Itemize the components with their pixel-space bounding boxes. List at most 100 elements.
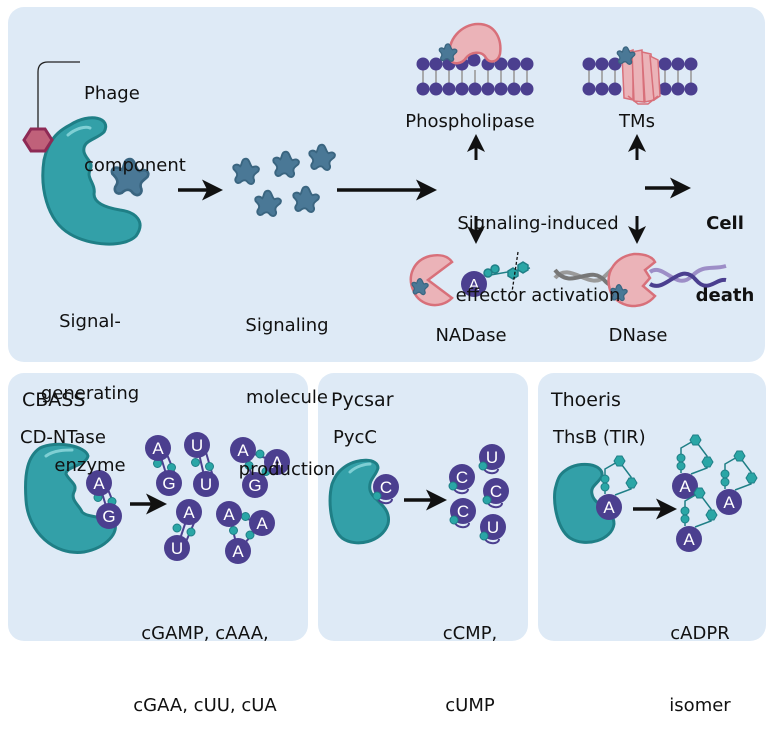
nucleotide-A-icon: A — [676, 526, 702, 552]
cell-death-line2: death — [695, 285, 755, 306]
cbass-products-label: cGAMP, cAAA, cGAA, cUU, cUA — [110, 574, 300, 742]
phosphate-dot — [229, 526, 238, 535]
phosphate-dot — [255, 449, 265, 459]
nucleotide-A-icon: A — [230, 437, 256, 463]
nucleotide-A-icon: A — [716, 489, 742, 515]
molecule-label-line2: molecule — [245, 387, 328, 408]
phosphate-dot — [241, 512, 250, 521]
signaling-molecules-cluster-icon — [232, 143, 336, 217]
nucleotide-A-icon: A — [249, 510, 275, 536]
nucleotide-A-icon: A — [216, 501, 242, 527]
svg-text:C: C — [490, 482, 502, 501]
svg-text:A: A — [271, 453, 283, 472]
svg-text:A: A — [152, 439, 164, 458]
svg-text:C: C — [380, 478, 392, 497]
phage-component-label: Phage component — [84, 34, 186, 202]
svg-text:U: U — [191, 436, 203, 455]
nucleotide-A-icon: A — [145, 435, 171, 461]
phosphate-dot — [172, 523, 182, 533]
phospholipase-effector-icon — [416, 22, 534, 96]
nucleotide-A-icon: A — [264, 449, 290, 475]
cell-death-label: Cell death — [690, 164, 760, 332]
cbass-products-line2: cGAA, cUU, cUA — [133, 695, 277, 716]
nucleotide-A-icon: A — [672, 473, 698, 499]
phosphate-dot — [482, 495, 492, 505]
svg-text:A: A — [683, 530, 695, 549]
tms-effector-icon — [582, 46, 698, 105]
phosphate-dot — [191, 458, 200, 467]
phage-component-hexagon-icon — [22, 127, 54, 153]
phosphate-dot — [449, 515, 459, 525]
phage-label-line2: component — [84, 155, 186, 176]
activation-label-line1: Signaling-induced — [457, 213, 619, 234]
adpr-chain — [680, 487, 718, 528]
svg-text:C: C — [456, 468, 468, 487]
svg-text:A: A — [223, 505, 235, 524]
phosphate-dot — [448, 481, 458, 491]
pycsar-products-line1: cCMP, — [442, 623, 498, 644]
nadase-effector-icon: A — [409, 251, 531, 307]
nucleotide-G-icon: G — [156, 470, 182, 496]
phospholipase-label: Phospholipase — [405, 111, 535, 132]
thoeris-products-line2: isomer — [669, 695, 731, 716]
phosphate-dot — [372, 491, 382, 501]
svg-text:G: G — [248, 476, 261, 495]
nucleotide-U-icon: U — [193, 471, 219, 497]
svg-text:U: U — [487, 518, 499, 537]
phage-label-line1: Phage — [84, 83, 140, 104]
nucleotide-A-icon: A — [596, 494, 622, 520]
adpr-chain — [720, 450, 758, 491]
svg-text:A: A — [183, 503, 195, 522]
pycsar-products-line2: cUMP — [445, 695, 495, 716]
nucleotide-G-icon: G — [96, 503, 122, 529]
svg-text:A: A — [256, 514, 268, 533]
phosphate-dot — [186, 527, 196, 537]
svg-text:U: U — [486, 448, 498, 467]
cell-death-line1: Cell — [706, 213, 744, 234]
tms-label: TMs — [619, 111, 655, 132]
phosphate-dot — [478, 461, 488, 471]
nucleotide-U-icon: U — [164, 535, 190, 561]
phosphate-dot — [245, 530, 255, 540]
phosphate-dot — [479, 531, 489, 541]
svg-text:A: A — [237, 441, 249, 460]
thoeris-title: Thoeris — [551, 389, 621, 411]
pycsar-products-label: cCMP, cUMP — [430, 574, 510, 742]
enzyme-label: Signal- generating enzyme — [30, 262, 150, 502]
thoeris-enzyme-label: ThsB (TIR) — [553, 427, 646, 448]
svg-text:G: G — [162, 474, 175, 493]
molecule-label-line3: production — [238, 459, 336, 480]
nucleotide-G-icon: G — [242, 472, 268, 498]
nadase-nucleotide: A — [469, 277, 480, 294]
adpr-chain — [676, 434, 714, 475]
pycsar-enzyme-label: PycC — [333, 427, 377, 448]
signal-generating-enzyme-icon — [41, 116, 142, 246]
svg-text:G: G — [102, 507, 115, 526]
svg-text:A: A — [723, 493, 735, 512]
dnase-label: DNase — [608, 325, 668, 346]
cbass-products-line1: cGAMP, cAAA, — [141, 623, 269, 644]
nucleotide-A-icon: A — [176, 499, 202, 525]
svg-text:A: A — [93, 474, 105, 493]
pycc-enzyme-icon — [328, 458, 390, 545]
svg-text:A: A — [232, 542, 244, 561]
nucleotide-U-icon: U — [184, 432, 210, 458]
nadase-label: NADase — [435, 325, 507, 346]
svg-text:A: A — [603, 498, 615, 517]
adpr-chain — [600, 455, 638, 496]
pycsar-title: Pycsar — [331, 389, 394, 411]
svg-text:A: A — [679, 477, 691, 496]
nucleotide-A-icon: A — [225, 538, 251, 564]
phosphate-dot — [205, 462, 214, 471]
enzyme-label-line1: Signal- — [59, 311, 121, 332]
cbass-enzyme-label: CD-NTase — [20, 427, 106, 448]
cd-ntase-enzyme-icon — [24, 442, 117, 554]
nucleotide-A-icon: A — [86, 470, 112, 496]
activation-label: Signaling-induced effector activation — [432, 164, 644, 332]
svg-text:U: U — [200, 475, 212, 494]
molecule-label: Signaling molecule production — [222, 266, 352, 506]
molecule-label-line1: Signaling — [245, 315, 329, 336]
activation-label-line2: effector activation — [455, 285, 621, 306]
